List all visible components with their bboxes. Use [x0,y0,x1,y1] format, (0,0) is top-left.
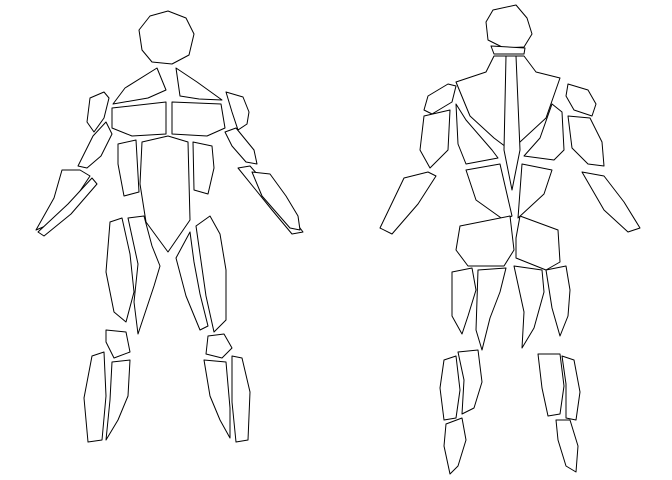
back-rear-deltoid-left-muscle[interactable] [423,83,457,115]
front-pec-left-muscle[interactable] [111,101,167,137]
front-deltoid-left-muscle[interactable] [86,91,110,133]
back-calf-outer-left-muscle[interactable] [439,355,461,421]
front-view [35,10,304,443]
front-deltoid-right-muscle[interactable] [225,91,250,131]
back-glute-right-muscle[interactable] [515,215,561,271]
back-hamstring-inner-left-muscle[interactable] [475,267,507,351]
back-head-muscle[interactable] [485,4,533,49]
front-shin-outer-left-muscle[interactable] [83,351,107,443]
front-forearm-inner-right-muscle[interactable] [251,171,301,231]
back-forearm-right-muscle[interactable] [581,171,641,233]
front-trap-right-muscle[interactable] [175,67,223,101]
front-quad-inner-left-muscle[interactable] [127,215,161,335]
front-trap-left-muscle[interactable] [112,67,167,105]
back-lat-left-muscle[interactable] [455,103,499,165]
back-rear-deltoid-right-muscle[interactable] [565,83,597,117]
front-abdominals-muscle[interactable] [139,135,191,253]
back-achilles-right-muscle[interactable] [555,419,579,473]
front-oblique-right-muscle[interactable] [192,141,215,195]
back-view [379,4,641,475]
front-quad-outer-left-muscle[interactable] [105,217,135,323]
back-achilles-left-muscle[interactable] [443,417,467,475]
back-hamstring-outer-left-muscle[interactable] [451,267,477,335]
back-calf-inner-left-muscle[interactable] [457,349,483,415]
back-calf-outer-right-muscle[interactable] [537,353,565,417]
back-forearm-left-muscle[interactable] [379,171,437,235]
back-spine-muscle[interactable] [503,55,521,191]
back-lat-right-muscle[interactable] [523,103,565,161]
front-oblique-left-muscle[interactable] [117,139,140,197]
front-shin-inner-right-muscle[interactable] [231,355,251,443]
front-quad-outer-right-muscle[interactable] [195,215,227,333]
back-calf-inner-right-muscle[interactable] [561,355,581,421]
front-bicep-left-muscle[interactable] [77,121,113,169]
back-lower-back-muscle[interactable] [465,163,513,221]
back-lower-back-right-muscle[interactable] [517,163,553,219]
front-knee-right-muscle[interactable] [205,333,233,359]
back-tricep-right-muscle[interactable] [567,115,605,167]
back-glute-left-muscle[interactable] [455,215,515,267]
front-shin-outer-right-muscle[interactable] [203,359,231,439]
front-quad-inner-right-muscle[interactable] [175,231,209,331]
back-hamstring-outer-right-muscle[interactable] [513,265,545,349]
front-head-muscle[interactable] [138,10,195,65]
back-tricep-left-muscle[interactable] [419,109,451,169]
back-neck-muscle[interactable] [490,45,526,55]
back-hamstring-inner-right-muscle[interactable] [545,265,571,337]
front-pec-right-muscle[interactable] [171,101,226,137]
front-forearm-inner-left-muscle[interactable] [37,177,98,237]
front-bicep-right-muscle[interactable] [224,127,258,165]
front-shin-inner-left-muscle[interactable] [105,359,131,441]
front-knee-left-muscle[interactable] [105,329,131,359]
